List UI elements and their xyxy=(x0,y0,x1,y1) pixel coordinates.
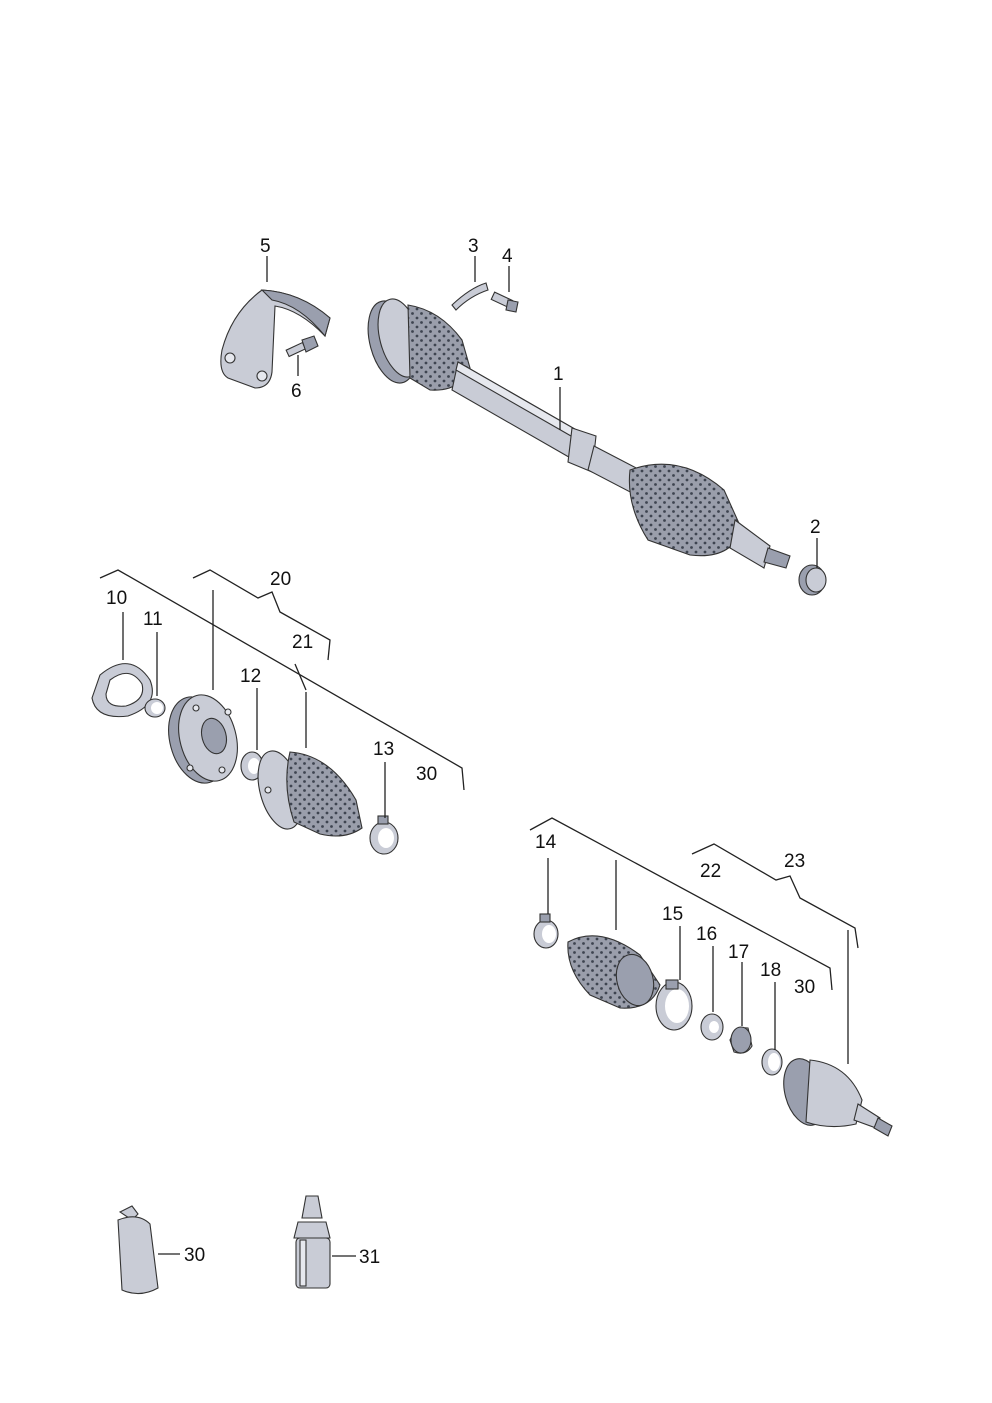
drive-shaft-part xyxy=(367,298,791,569)
outer-joint-23-part xyxy=(783,1058,893,1137)
cv-joint-inner-part xyxy=(168,694,238,784)
grease-tube-part xyxy=(117,1205,159,1295)
label-21: 21 xyxy=(292,632,313,653)
label-4: 4 xyxy=(502,246,513,267)
label-5: 5 xyxy=(260,236,271,257)
label-1: 1 xyxy=(553,364,564,385)
label-3: 3 xyxy=(468,236,479,257)
label-6: 6 xyxy=(291,381,302,402)
label-14: 14 xyxy=(535,832,557,853)
circlip-11-part xyxy=(144,698,166,718)
label-30-outer: 30 xyxy=(794,977,815,998)
heat-shield-part xyxy=(220,289,331,389)
part-labels: 5 3 4 6 1 2 20 10 11 21 12 13 30 14 23 2… xyxy=(106,236,821,1268)
thrust-washer-16-part xyxy=(700,1013,724,1041)
lock-plate-part xyxy=(451,282,489,311)
hose-clip-15-part xyxy=(655,979,693,1031)
label-17: 17 xyxy=(728,942,749,963)
label-15: 15 xyxy=(662,904,683,925)
inner-boot-21-part xyxy=(257,750,363,837)
label-11: 11 xyxy=(143,609,163,630)
label-16: 16 xyxy=(696,924,717,945)
label-22: 22 xyxy=(700,861,721,882)
sealant-bottle-part xyxy=(293,1195,331,1289)
label-12: 12 xyxy=(240,666,261,687)
leader-lines xyxy=(99,256,859,1257)
label-30-grease: 30 xyxy=(184,1245,205,1266)
dished-spring-17-part xyxy=(729,1026,753,1054)
hose-clip-14-part xyxy=(533,913,559,949)
label-31: 31 xyxy=(359,1247,380,1268)
circlip-18-part xyxy=(761,1048,783,1076)
label-20: 20 xyxy=(270,569,291,590)
label-30-inner: 30 xyxy=(416,764,437,785)
label-18: 18 xyxy=(760,960,781,981)
label-10: 10 xyxy=(106,588,127,609)
label-2: 2 xyxy=(810,517,821,538)
outer-boot-part xyxy=(567,935,661,1009)
collar-nut-part xyxy=(798,564,827,596)
label-23: 23 xyxy=(784,851,805,872)
bolt-6-part xyxy=(285,335,319,358)
gasket-part xyxy=(91,663,153,718)
label-13: 13 xyxy=(373,739,394,760)
hose-clip-13-part xyxy=(369,815,399,855)
bolt-4-part xyxy=(490,291,519,313)
